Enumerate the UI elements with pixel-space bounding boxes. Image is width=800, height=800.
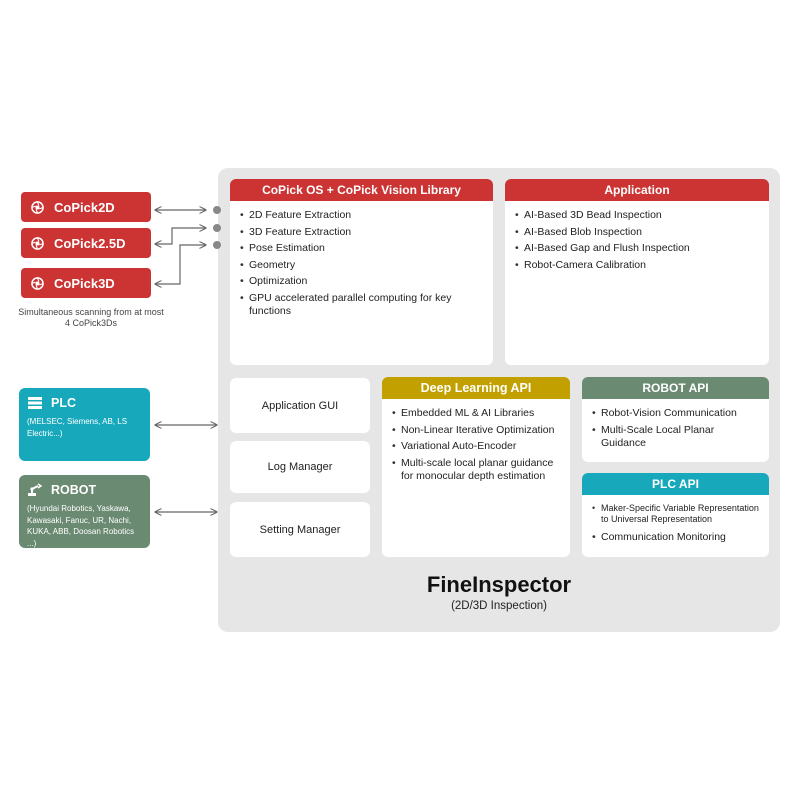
os-library-list: 2D Feature Extraction 3D Feature Extract…	[230, 201, 493, 318]
copick3d-button[interactable]: CoPick3D	[21, 268, 151, 298]
copick2d-button[interactable]: CoPick2D	[21, 192, 151, 222]
robot-description: (Hyundai Robotics, Yaskawa, Kawasaki, Fa…	[27, 504, 135, 548]
copick25d-link	[156, 228, 205, 244]
application-title: Application	[505, 179, 769, 201]
aperture-icon	[31, 200, 44, 214]
list-item: Pose Estimation	[240, 242, 483, 255]
list-item: GPU accelerated parallel computing for k…	[240, 292, 483, 318]
robot-title-row: ROBOT	[27, 483, 142, 497]
os-library-card: CoPick OS + CoPick Vision Library 2D Fea…	[230, 179, 493, 365]
aperture-icon	[31, 276, 44, 290]
list-item: AI-Based Blob Inspection	[515, 226, 759, 239]
robot-arm-icon	[28, 483, 43, 496]
copick25d-label: CoPick2.5D	[54, 235, 126, 251]
list-item: AI-Based Gap and Flush Inspection	[515, 242, 759, 255]
robot-api-list: Robot-Vision Communication Multi-Scale L…	[582, 399, 769, 450]
robot-title: ROBOT	[51, 483, 97, 497]
plc-icon	[28, 397, 42, 409]
robot-api-title: ROBOT API	[582, 377, 769, 399]
setting-manager-module[interactable]: Setting Manager	[230, 502, 370, 557]
plc-title: PLC	[51, 396, 76, 410]
port-dot	[213, 206, 221, 214]
application-gui-module[interactable]: Application GUI	[230, 378, 370, 433]
plc-title-row: PLC	[27, 396, 142, 410]
plc-api-title: PLC API	[582, 473, 769, 495]
deep-learning-api-card: Deep Learning API Embedded ML & AI Libra…	[382, 377, 570, 557]
copick3d-label: CoPick3D	[54, 275, 115, 291]
copick25d-button[interactable]: CoPick2.5D	[21, 228, 151, 258]
port-dot	[213, 224, 221, 232]
port-dot	[213, 241, 221, 249]
product-subtitle: (2D/3D Inspection)	[451, 600, 547, 612]
list-item: Embedded ML & AI Libraries	[392, 407, 560, 420]
copick2d-label: CoPick2D	[54, 199, 115, 215]
list-item: Geometry	[240, 259, 483, 272]
list-item: Variational Auto-Encoder	[392, 440, 560, 453]
application-list: AI-Based 3D Bead Inspection AI-Based Blo…	[505, 201, 769, 272]
list-item: Robot-Vision Communication	[592, 407, 759, 420]
os-library-title: CoPick OS + CoPick Vision Library	[230, 179, 493, 201]
plc-box[interactable]: PLC (MELSEC, Siemens, AB, LS Electric...…	[19, 388, 150, 461]
list-item: Optimization	[240, 275, 483, 288]
copick3d-link	[156, 245, 205, 284]
aperture-icon	[31, 236, 44, 250]
list-item: Multi-scale local planar guidance for mo…	[392, 457, 560, 483]
robot-box[interactable]: ROBOT (Hyundai Robotics, Yaskawa, Kawasa…	[19, 475, 150, 548]
list-item: Robot-Camera Calibration	[515, 259, 759, 272]
application-card: Application AI-Based 3D Bead Inspection …	[505, 179, 769, 365]
deep-learning-api-title: Deep Learning API	[382, 377, 570, 399]
list-item: 2D Feature Extraction	[240, 209, 483, 222]
sensor-note: Simultaneous scanning from at most 4 CoP…	[18, 307, 164, 328]
log-manager-module[interactable]: Log Manager	[230, 441, 370, 493]
product-title: FineInspector	[426, 572, 572, 597]
list-item: Communication Monitoring	[592, 531, 759, 544]
list-item: Maker-Specific Variable Representation t…	[592, 503, 759, 525]
list-item: AI-Based 3D Bead Inspection	[515, 209, 759, 222]
plc-api-list: Maker-Specific Variable Representation t…	[582, 495, 769, 544]
list-item: 3D Feature Extraction	[240, 226, 483, 239]
robot-api-card: ROBOT API Robot-Vision Communication Mul…	[582, 377, 769, 462]
list-item: Multi-Scale Local Planar Guidance	[592, 424, 759, 450]
plc-description: (MELSEC, Siemens, AB, LS Electric...)	[27, 417, 128, 438]
list-item: Non-Linear Iterative Optimization	[392, 424, 560, 437]
deep-learning-api-list: Embedded ML & AI Libraries Non-Linear It…	[382, 399, 570, 483]
plc-api-card: PLC API Maker-Specific Variable Represen…	[582, 473, 769, 557]
